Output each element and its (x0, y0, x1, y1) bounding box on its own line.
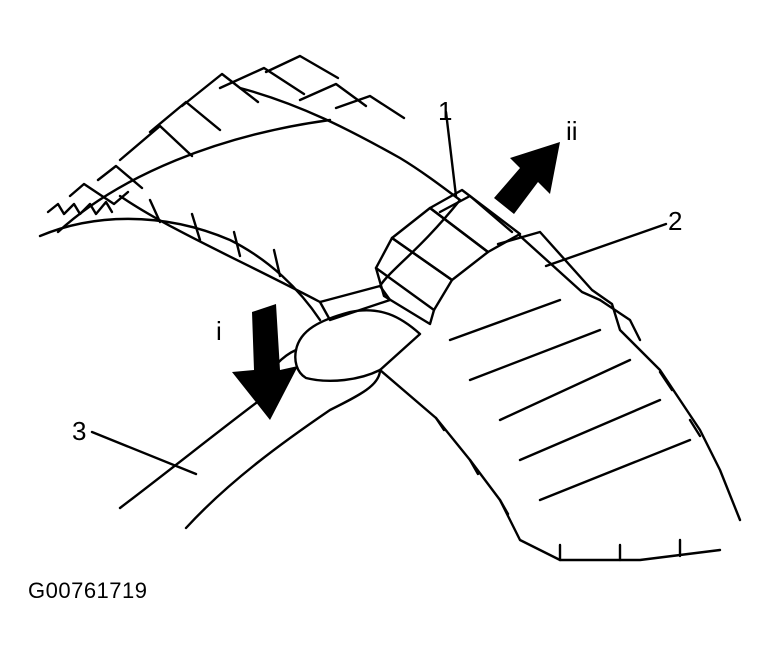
callout-2: 2 (668, 206, 683, 236)
callout-1: 1 (438, 96, 453, 126)
arrow-ii-label: ii (566, 116, 578, 146)
arrow-ii (494, 142, 560, 214)
leader-1 (444, 110, 458, 198)
band-plate-right (378, 230, 742, 562)
leader-2 (544, 222, 668, 268)
callout-3: 3 (72, 416, 87, 446)
rear-teeth (46, 54, 406, 216)
buckle-block (374, 188, 522, 326)
arrow-i (232, 304, 298, 420)
ring-outer-arc (56, 118, 332, 234)
figure-reference-code: G00761719 (28, 578, 148, 603)
arrow-i-label: i (216, 316, 222, 346)
band-plate-left (118, 86, 462, 304)
leader-3 (90, 430, 198, 476)
